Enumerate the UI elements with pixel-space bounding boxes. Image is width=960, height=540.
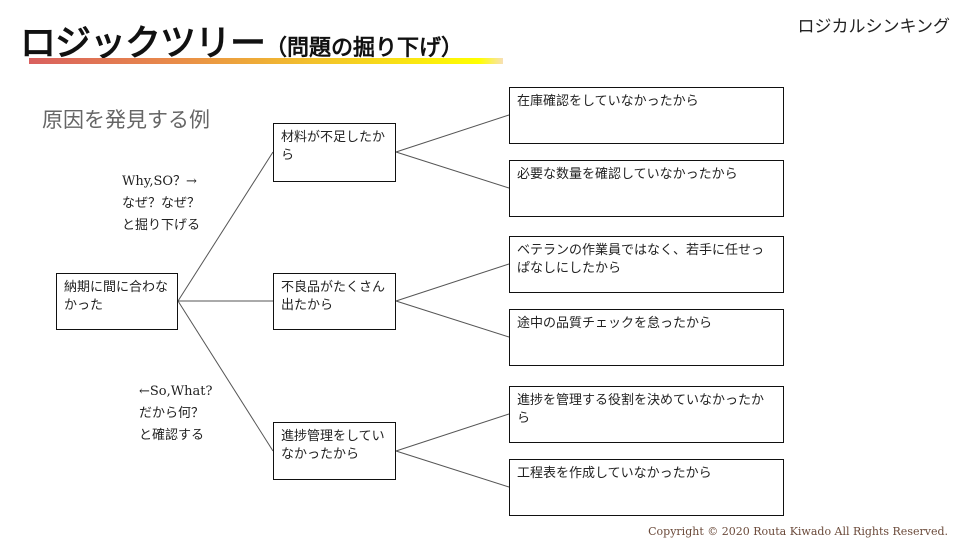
connector-root-branch-3: [177, 300, 274, 452]
corner-label: ロジカルシンキング: [797, 17, 951, 37]
note-line: だから何？: [139, 406, 205, 421]
note-line: Why,SO？→: [122, 174, 197, 189]
branch-node-1: 材料が不足したから: [273, 123, 396, 182]
section-label: 原因を発見する例: [42, 108, 210, 132]
branch-node-3: 進捗管理をしていなかったから: [273, 422, 396, 480]
page-title: ロジックツリー（問題の掘り下げ）: [20, 14, 463, 66]
note-why-so: Why,SO？→ なぜ？なぜ？ と掘り下げる: [122, 171, 200, 237]
connector-branch-1-leaf-1: [395, 114, 510, 153]
title-subtitle: （問題の掘り下げ）: [265, 36, 464, 61]
connector-branch-3-leaf-1: [395, 413, 510, 452]
leaf-node: 進捗を管理する役割を決めていなかったから: [509, 386, 784, 443]
leaf-node: 必要な数量を確認していなかったから: [509, 160, 784, 217]
connector-branch-2-leaf-1: [395, 263, 510, 302]
note-line: なぜ？なぜ？: [122, 196, 201, 211]
connector-branch-3-leaf-2: [395, 450, 510, 488]
connector-branch-1-leaf-2: [395, 151, 510, 189]
branch-node-2: 不良品がたくさん出たから: [273, 273, 396, 330]
copyright-notice: Copyright © 2020 Routa Kiwado All Rights…: [648, 525, 948, 538]
leaf-node: 在庫確認をしていなかったから: [509, 87, 784, 144]
note-so-what: ←So,What? だから何？ と確認する: [139, 381, 212, 447]
title-main: ロジックツリー: [20, 22, 266, 64]
title-underline-gradient: [29, 58, 503, 64]
connector-root-branch-1: [177, 151, 274, 302]
leaf-node: 途中の品質チェックを怠ったから: [509, 309, 784, 366]
leaf-node: ベテランの作業員ではなく、若手に任せっぱなしにしたから: [509, 236, 784, 293]
root-node: 納期に間に合わなかった: [56, 273, 178, 330]
note-line: と掘り下げる: [122, 218, 201, 233]
note-line: と確認する: [139, 428, 205, 443]
leaf-node: 工程表を作成していなかったから: [509, 459, 784, 516]
note-line: ←So,What?: [139, 384, 213, 399]
connector-branch-2-leaf-2: [395, 300, 510, 338]
